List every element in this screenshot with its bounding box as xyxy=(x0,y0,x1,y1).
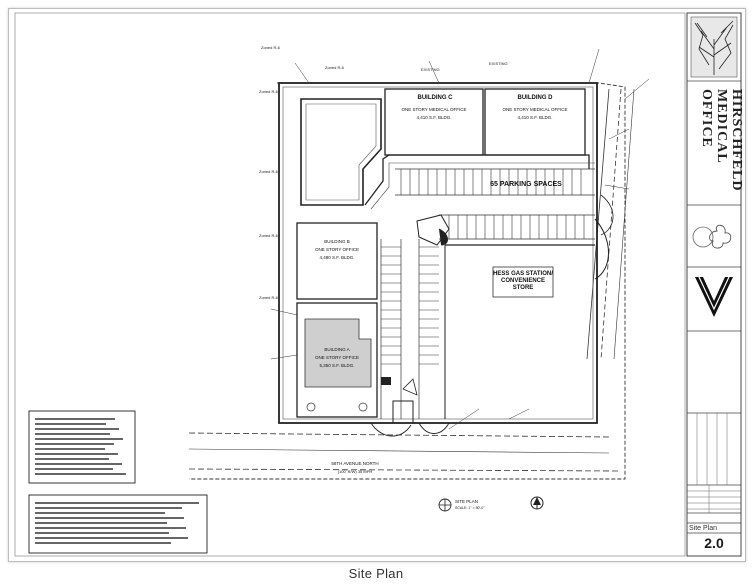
svg-text:EXISTING: EXISTING xyxy=(421,67,440,72)
sheet-number: 2.0 xyxy=(704,535,724,551)
project-title: HIRSCHFELD MEDICAL OFFICE xyxy=(699,89,744,192)
svg-text:EXISTING: EXISTING xyxy=(489,61,508,66)
retention-area xyxy=(300,98,382,206)
svg-text:Zoned R-6: Zoned R-6 xyxy=(325,65,345,70)
avenue-label: 58TH AVENUE NORTH xyxy=(331,461,378,466)
svg-text:Zoned R-6: Zoned R-6 xyxy=(259,233,279,238)
svg-text:Zoned R-6: Zoned R-6 xyxy=(259,295,279,300)
svg-text:Zoned R-6: Zoned R-6 xyxy=(259,169,279,174)
svg-text:BUILDING A: BUILDING A xyxy=(324,347,349,352)
svg-text:Zoned R-6: Zoned R-6 xyxy=(261,45,281,50)
drawing-sheet: ONE STORY MEDICAL OFFICE 4,410 S.F. BLDG… xyxy=(8,8,746,562)
svg-text:Zoned R-6: Zoned R-6 xyxy=(259,89,279,94)
image-caption: Site Plan xyxy=(348,566,404,581)
parking-label: 65 PARKING SPACES xyxy=(490,181,562,188)
svg-text:5,350 S.F. BLDG.: 5,350 S.F. BLDG. xyxy=(319,363,354,368)
svg-text:ONE STORY MEDICAL OFFICE: ONE STORY MEDICAL OFFICE xyxy=(502,107,567,112)
site-plan-drawing: ONE STORY MEDICAL OFFICE 4,410 S.F. BLDG… xyxy=(14,12,742,557)
building-d-label: BUILDING D xyxy=(517,95,553,101)
sheet-name: Site Plan xyxy=(689,525,718,532)
svg-text:BUILDING B: BUILDING B xyxy=(324,239,350,244)
svg-text:SCALE: 1" = 50'-0": SCALE: 1" = 50'-0" xyxy=(455,506,485,510)
notes-box-2 xyxy=(28,494,208,554)
svg-text:ONE STORY OFFICE: ONE STORY OFFICE xyxy=(315,247,359,252)
building-c-label: BUILDING C xyxy=(417,95,453,101)
svg-text:4,410 S.F. BLDG.: 4,410 S.F. BLDG. xyxy=(517,115,552,120)
gas-station-label: HESS GAS STATION/ CONVENIENCE STORE xyxy=(493,271,553,291)
title-block xyxy=(686,12,742,557)
svg-text:4,480 S.F. BLDG.: 4,480 S.F. BLDG. xyxy=(319,255,354,260)
svg-text:SITE PLAN: SITE PLAN xyxy=(455,499,478,504)
svg-text:4,410 S.F. BLDG.: 4,410 S.F. BLDG. xyxy=(416,115,451,120)
svg-text:(100' R/W) 35 MPH: (100' R/W) 35 MPH xyxy=(338,469,373,474)
site-wall xyxy=(278,82,598,424)
site-boundary xyxy=(189,82,626,480)
notes-box-1 xyxy=(28,410,136,484)
parking-rows-upper xyxy=(395,168,595,240)
parking-rows-lower xyxy=(380,239,420,419)
building-a xyxy=(296,302,378,418)
svg-text:ONE STORY OFFICE: ONE STORY OFFICE xyxy=(315,355,359,360)
svg-text:ONE STORY MEDICAL OFFICE: ONE STORY MEDICAL OFFICE xyxy=(401,107,466,112)
gas-station-outline xyxy=(492,266,554,298)
building-b xyxy=(296,222,378,300)
